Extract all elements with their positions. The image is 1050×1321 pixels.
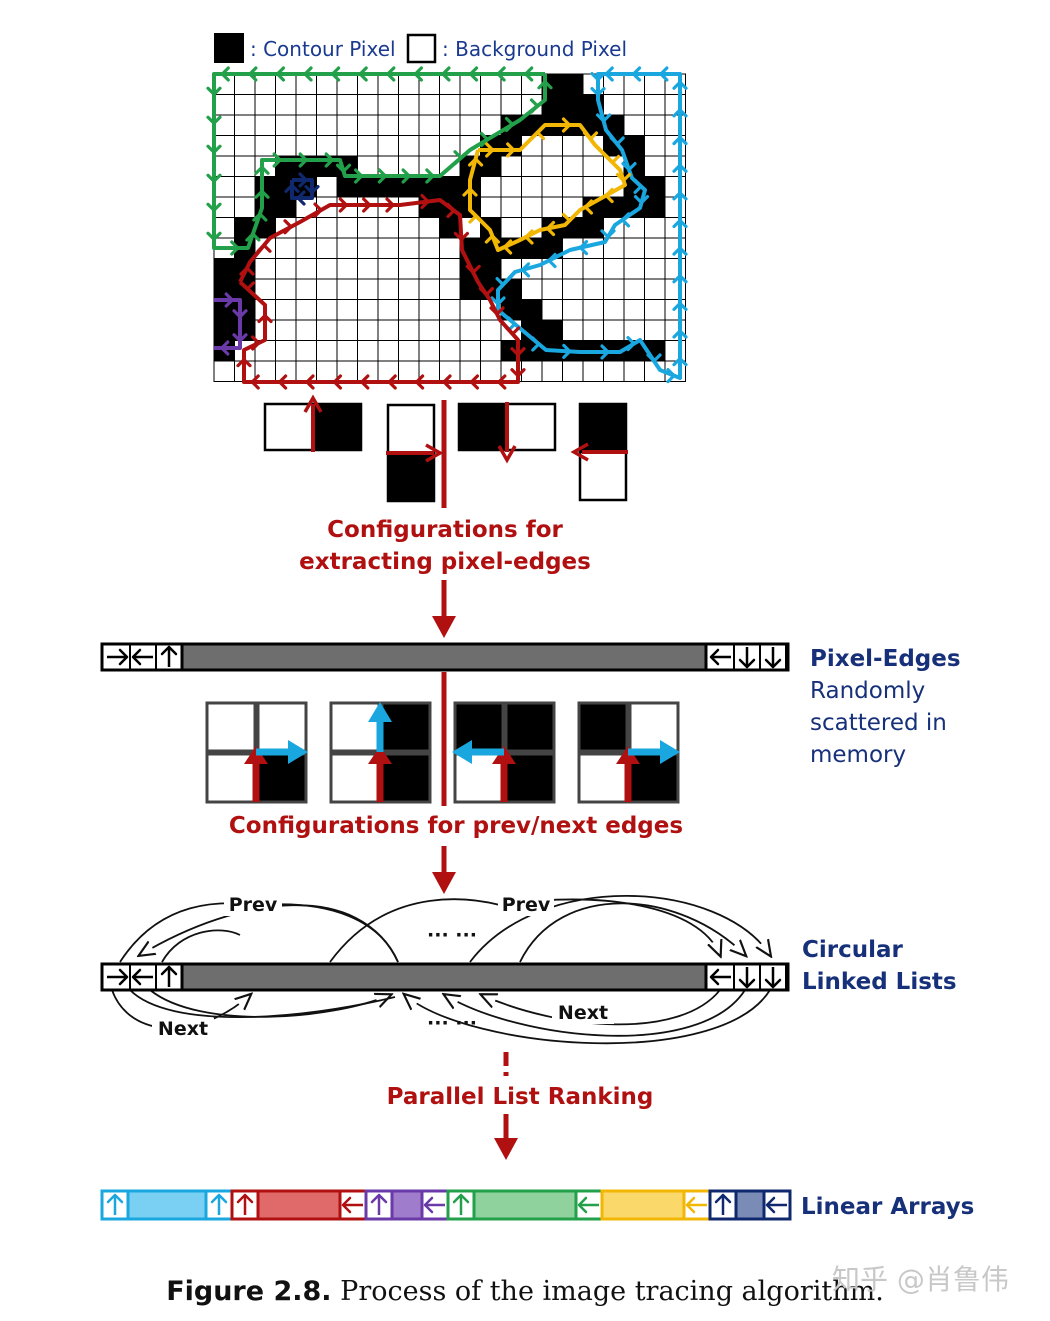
next-label-left: Next — [158, 1018, 208, 1040]
pixel-edges-title: Pixel-Edges — [810, 646, 961, 672]
up-arrow-icon — [714, 1192, 737, 1218]
pixel-edges-desc-3: memory — [810, 742, 906, 768]
contour-purple — [214, 292, 248, 356]
edge-config-4 — [570, 402, 628, 502]
prev-next-config-1 — [205, 701, 308, 804]
linear-array-segment-dark-blue — [708, 1189, 792, 1221]
ellipsis-bottom: ··· ··· — [427, 1012, 477, 1034]
contour-red — [236, 193, 526, 390]
edge-config-1 — [263, 394, 363, 452]
caption-text: Process of the image tracing algorithm. — [340, 1276, 884, 1307]
contour-yellow — [462, 117, 632, 255]
ellipsis-top: ··· ··· — [427, 924, 477, 946]
left-arrow-icon — [131, 964, 157, 990]
linear-array-segment-cyan — [100, 1189, 234, 1221]
prev-next-config-2 — [329, 701, 432, 804]
config-edges-label-2: extracting pixel-edges — [299, 549, 591, 575]
legend-contour-label: : Contour Pixel — [250, 37, 396, 61]
prev-next-config-3 — [452, 701, 556, 804]
edge-config-3 — [457, 402, 557, 464]
contour-green — [206, 66, 553, 256]
parallel-ranking-label: Parallel List Ranking — [387, 1084, 654, 1110]
left-arrow-icon — [765, 1192, 791, 1218]
config-edges-label-1: Configurations for — [327, 517, 563, 543]
linear-arrays-label: Linear Arrays — [801, 1194, 974, 1220]
config-prev-next-label: Configurations for prev/next edges — [229, 813, 683, 839]
prev-label-left: Prev — [229, 894, 278, 916]
linear-array-segment-yellow — [600, 1189, 712, 1221]
circular-label-1: Circular — [802, 937, 904, 963]
next-label-right: Next — [558, 1002, 608, 1024]
up-arrow-icon — [452, 1192, 475, 1218]
edge-config-2 — [386, 403, 444, 503]
down-arrow-icon — [738, 964, 761, 990]
legend-background-label: : Background Pixel — [442, 37, 627, 61]
up-arrow-icon — [236, 1192, 259, 1218]
linear-arrays-bar — [100, 1189, 792, 1221]
up-arrow-icon — [370, 1192, 393, 1218]
linear-array-segment-green — [446, 1189, 604, 1221]
up-arrow-icon — [160, 964, 183, 990]
contour-paths — [206, 66, 688, 390]
prev-label-right: Prev — [502, 894, 551, 916]
legend-contour-swatch — [214, 33, 244, 63]
legend-background-swatch — [406, 33, 437, 64]
down-arrow-icon — [738, 644, 761, 670]
right-arrow-icon — [107, 964, 131, 990]
caption-label: Figure 2.8. — [166, 1276, 332, 1307]
contour-dark-blue — [284, 172, 320, 206]
down-arrow-icon — [764, 644, 787, 670]
linked-list-bar — [100, 962, 790, 992]
up-arrow-icon — [106, 1192, 129, 1218]
pixel-edges-bar — [100, 642, 790, 672]
right-arrow-icon — [107, 644, 131, 670]
down-arrow-icon — [764, 964, 787, 990]
left-arrow-icon — [709, 964, 735, 990]
figure-caption: Figure 2.8. Process of the image tracing… — [0, 1276, 1050, 1307]
up-arrow-icon — [160, 644, 183, 670]
pixel-edges-desc-1: Randomly — [810, 678, 925, 704]
pixel-edges-desc-2: scattered in — [810, 710, 947, 736]
watermark: 知乎 @肖鲁伟 — [832, 1263, 1009, 1296]
prev-next-config-4 — [577, 701, 680, 804]
linear-array-segment-purple — [364, 1189, 450, 1221]
linear-array-segment-red — [230, 1189, 368, 1221]
left-arrow-icon — [709, 644, 735, 670]
left-arrow-icon — [131, 644, 157, 670]
circular-label-2: Linked Lists — [802, 969, 957, 995]
